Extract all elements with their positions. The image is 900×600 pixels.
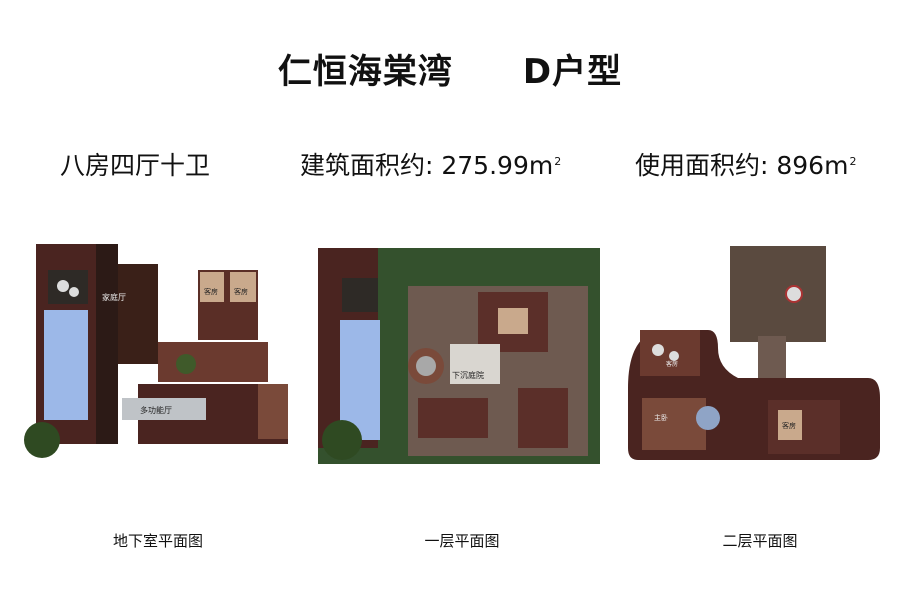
second-floor-caption: 二层平面图: [722, 532, 798, 550]
basement-label-guest-1: 客房: [204, 287, 218, 296]
second-label-master: 主卧: [654, 413, 668, 422]
building-area: 建筑面积约: 275.99m2: [300, 151, 562, 180]
basement-label-guest-2: 客房: [234, 287, 248, 296]
basement-caption: 地下室平面图: [112, 532, 203, 550]
project-name: 仁恒海棠湾: [277, 52, 453, 92]
basement-floor-plan: 家庭厅 客房 客房 多功能厅: [24, 244, 288, 458]
second-floor-plan: 主卧 客房 客房: [628, 246, 880, 460]
unit-type: D户型: [522, 52, 623, 92]
basement-label-family: 家庭厅: [102, 292, 126, 302]
room-layout: 八房四厅十卫: [60, 151, 211, 180]
first-floor-caption: 一层平面图: [424, 532, 500, 550]
page-title: 仁恒海棠湾 D户型: [0, 44, 900, 93]
first-label-court: 下沉庭院: [452, 370, 484, 380]
basement-label-multi: 多功能厅: [140, 405, 172, 415]
second-label-guest-2: 客房: [782, 421, 796, 430]
usable-area: 使用面积约: 896m2: [635, 151, 857, 180]
second-label-guest-1: 客房: [666, 360, 678, 368]
first-floor-plan: 下沉庭院: [318, 248, 600, 464]
